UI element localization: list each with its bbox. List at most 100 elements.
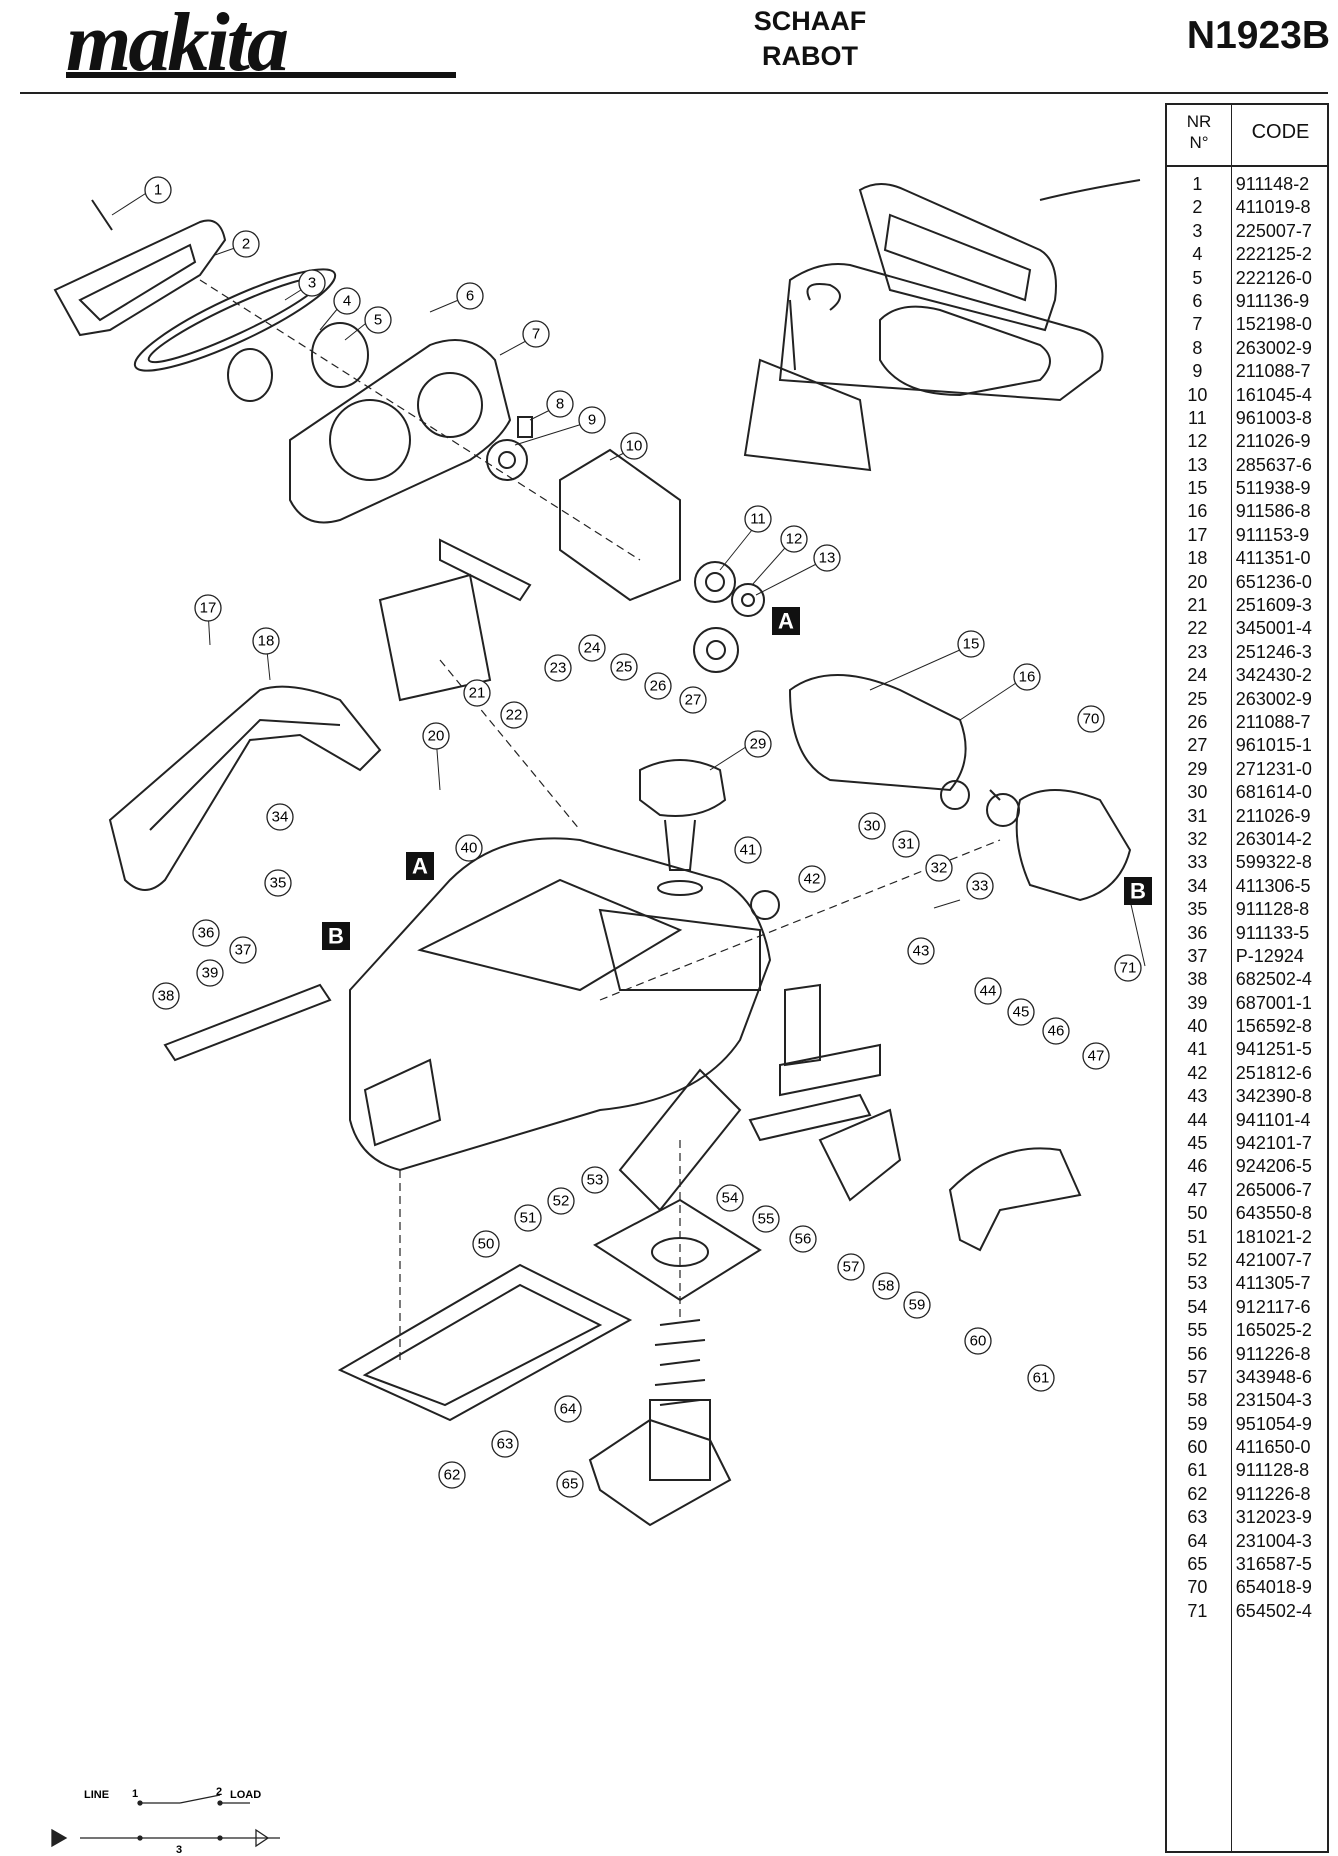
part-code: 411305-7 <box>1235 1273 1311 1294</box>
part-number: 38 <box>1187 969 1208 990</box>
callout-31: 31 <box>892 830 920 858</box>
callout-label: 7 <box>532 326 540 343</box>
part-number: 61 <box>1187 1460 1208 1481</box>
column-header-nr-line1: NR <box>1186 112 1212 131</box>
part-code: 316587-5 <box>1235 1554 1312 1575</box>
callout-label: 23 <box>550 660 567 677</box>
part-number: 59 <box>1187 1413 1208 1434</box>
column-header-nr: NR N° <box>1167 111 1231 153</box>
part-number: 60 <box>1187 1437 1208 1458</box>
part-number: 15 <box>1187 478 1208 499</box>
part-number: 4 <box>1192 244 1203 265</box>
callout-41: 41 <box>734 836 762 864</box>
part-code: 941251-5 <box>1235 1039 1312 1060</box>
part-code: 654018-9 <box>1235 1577 1312 1598</box>
part-code: 411306-5 <box>1235 875 1311 896</box>
part-code: 225007-7 <box>1235 220 1312 241</box>
callout-label: 40 <box>461 840 478 857</box>
callout-53: 53 <box>581 1166 609 1194</box>
callout-label: 32 <box>931 860 948 877</box>
callout-label: 1 <box>154 182 162 199</box>
table-header-divider <box>1167 165 1327 167</box>
callout-label: 16 <box>1019 669 1036 686</box>
part-number: 31 <box>1187 805 1208 826</box>
part-code: 911148-2 <box>1235 174 1310 194</box>
callout-10: 10 <box>620 432 648 460</box>
marker-b-2: B <box>322 922 350 950</box>
callout-8: 8 <box>546 390 574 418</box>
part-code: 911153-9 <box>1235 524 1310 545</box>
callout-label: 6 <box>466 288 474 305</box>
callout-label: 59 <box>909 1297 926 1314</box>
callout-64: 64 <box>554 1395 582 1423</box>
callout-label: 3 <box>308 275 316 292</box>
callout-61: 61 <box>1027 1364 1055 1392</box>
part-code: 161045-4 <box>1235 384 1312 405</box>
part-code: 924206-5 <box>1235 1156 1312 1177</box>
callout-35: 35 <box>264 869 292 897</box>
part-number: 64 <box>1187 1530 1208 1551</box>
callout-29: 29 <box>744 730 772 758</box>
callout-22: 22 <box>500 701 528 729</box>
callout-54: 54 <box>716 1184 744 1212</box>
callout-40: 40 <box>455 834 483 862</box>
part-number: 52 <box>1187 1249 1208 1270</box>
callout-39: 39 <box>196 959 224 987</box>
part-code: 285637-6 <box>1235 454 1312 475</box>
callout-26: 26 <box>644 672 672 700</box>
callout-5: 5 <box>364 306 392 334</box>
part-number: 63 <box>1187 1507 1208 1528</box>
part-number: 51 <box>1187 1226 1208 1247</box>
part-code: 342390-8 <box>1235 1086 1312 1107</box>
callout-3: 3 <box>298 269 326 297</box>
callout-label: 60 <box>970 1333 987 1350</box>
callout-label: 5 <box>374 312 382 329</box>
main-housing <box>349 837 772 1172</box>
part-number: 29 <box>1187 758 1208 779</box>
part-code: 411650-0 <box>1235 1437 1311 1458</box>
callout-label: 46 <box>1048 1023 1065 1040</box>
callout-label: 9 <box>588 412 596 429</box>
part-number: 70 <box>1187 1577 1208 1598</box>
callout-label: 31 <box>898 836 915 853</box>
makita-logo: makita <box>66 4 456 82</box>
callout-label: 39 <box>202 965 219 982</box>
part-code: 651236-0 <box>1235 571 1312 592</box>
callout-label: 12 <box>786 531 803 548</box>
callout-label: 50 <box>478 1236 495 1253</box>
callout-27: 27 <box>679 686 707 714</box>
callout-label: 17 <box>200 600 217 617</box>
callout-label: 36 <box>198 925 215 942</box>
callout-label: 63 <box>497 1436 514 1453</box>
callout-label: 65 <box>562 1476 579 1493</box>
part-code: 251246-3 <box>1235 641 1312 662</box>
part-code: 263002-9 <box>1235 688 1312 709</box>
part-code: 911586-8 <box>1235 501 1311 522</box>
part-code: 165025-2 <box>1235 1320 1312 1341</box>
part-code: 951054-9 <box>1235 1413 1312 1434</box>
callout-label: 41 <box>740 842 757 859</box>
gear-housing <box>289 339 512 524</box>
callout-label: 11 <box>750 511 766 528</box>
callout-36: 36 <box>192 919 220 947</box>
callout-label: 24 <box>584 640 601 657</box>
marker-a-2: A <box>406 852 434 880</box>
callout-label: 70 <box>1083 711 1100 728</box>
callout-71: 71 <box>1114 954 1142 982</box>
part-number: 27 <box>1187 735 1208 756</box>
part-number: 12 <box>1187 431 1208 452</box>
column-header-nr-line2: N° <box>1189 133 1209 152</box>
part-number: 40 <box>1187 1016 1208 1037</box>
callout-25: 25 <box>610 653 638 681</box>
